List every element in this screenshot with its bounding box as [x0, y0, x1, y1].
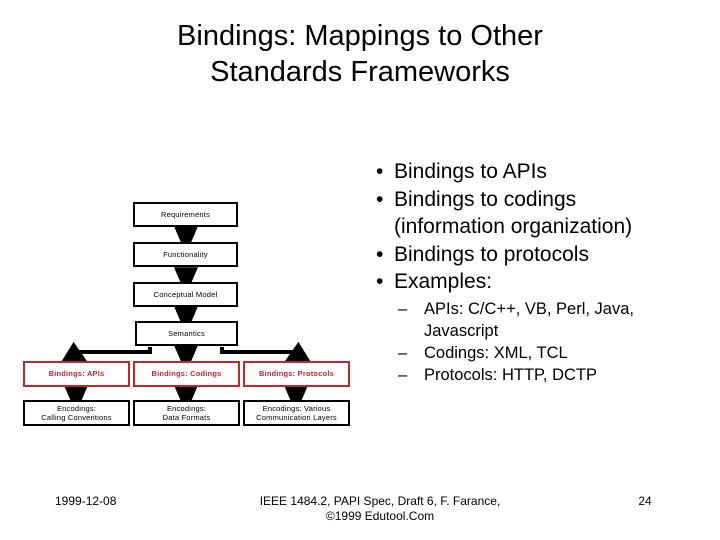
node-label: Bindings: Codings — [151, 369, 222, 379]
node-label: Encodings: Data Formats — [162, 403, 211, 423]
diagram-node-semantics[interactable]: Semantics — [135, 321, 238, 346]
bullet-text: Bindings to protocols — [394, 242, 589, 266]
bullet-text: Bindings to APIs — [394, 160, 547, 183]
bullet-marker-icon: • — [376, 187, 384, 211]
node-label: Conceptual Model — [153, 289, 218, 299]
dash-marker-icon: – — [398, 343, 408, 362]
diagram-node-conceptual-model[interactable]: Conceptual Model — [133, 282, 238, 307]
footer-page-number: 24 — [638, 494, 652, 508]
bullet-marker-icon: • — [376, 160, 384, 183]
node-label: Semantics — [168, 328, 205, 338]
sub-bullet-text: Protocols: HTTP, DCTP — [424, 365, 597, 384]
diagram-node-bindings-codings[interactable]: Bindings: Codings — [133, 361, 240, 387]
diagram-node-functionality[interactable]: Functionality — [133, 242, 238, 267]
diagram-node-bindings-apis[interactable]: Bindings: APIs — [23, 361, 130, 387]
node-label: Requirements — [160, 209, 211, 219]
footer-citation: IEEE 1484.2, PAPI Spec, Draft 6, F. Fara… — [259, 494, 501, 523]
dash-marker-icon: – — [398, 299, 408, 318]
diagram-node-encodings-communication-layers[interactable]: Encodings: Various Communication Layers — [243, 400, 350, 426]
bullet-text: Bindings to codings (information organiz… — [394, 187, 633, 239]
bullet-item-examples: • Examples: — [368, 268, 708, 296]
footer-date: 1999-12-08 — [55, 494, 117, 508]
bullet-item-bindings-to-apis: • Bindings to APIs — [368, 158, 708, 186]
bullet-marker-icon: • — [376, 242, 384, 266]
sub-bullet-item-protocols: – Protocols: HTTP, DCTP — [368, 364, 708, 386]
sub-bullet-item-codings: – Codings: XML, TCL — [368, 342, 708, 364]
diagram-node-encodings-data-formats[interactable]: Encodings: Data Formats — [133, 400, 240, 426]
node-label: Bindings: Protocols — [258, 369, 335, 379]
standards-framework-diagram: Requirements Functionality Conceptual Mo… — [0, 0, 370, 460]
diagram-node-bindings-protocols[interactable]: Bindings: Protocols — [243, 361, 350, 387]
sub-bullet-text: APIs: C/C++, VB, Perl, Java, Javascript — [424, 299, 634, 340]
diagram-node-encodings-calling-conventions[interactable]: Encodings: Calling Conventions — [23, 400, 130, 426]
node-label: Encodings: Calling Conventions — [41, 403, 112, 423]
bullet-marker-icon: • — [376, 270, 384, 293]
diagram-node-requirements[interactable]: Requirements — [133, 202, 238, 227]
sub-bullet-text: Codings: XML, TCL — [424, 343, 568, 362]
node-label: Encodings: Various Communication Layers — [256, 403, 337, 423]
dash-marker-icon: – — [398, 365, 408, 384]
bullet-item-bindings-to-protocols: • Bindings to protocols — [368, 241, 708, 269]
bullet-list: • Bindings to APIs • Bindings to codings… — [368, 158, 708, 386]
sub-bullet-item-apis: – APIs: C/C++, VB, Perl, Java, Javascrip… — [368, 298, 708, 342]
bullet-item-bindings-to-codings: • Bindings to codings (information organ… — [368, 186, 708, 241]
diagram-arrows — [57, 226, 315, 414]
page-title: Bindings: Mappings to Other Standards Fr… — [177, 20, 543, 88]
node-label: Functionality — [163, 249, 208, 259]
bullet-text: Examples: — [394, 270, 493, 293]
bullet-sublist-examples: – APIs: C/C++, VB, Perl, Java, Javascrip… — [368, 298, 708, 386]
node-label: Bindings: APIs — [48, 369, 105, 379]
